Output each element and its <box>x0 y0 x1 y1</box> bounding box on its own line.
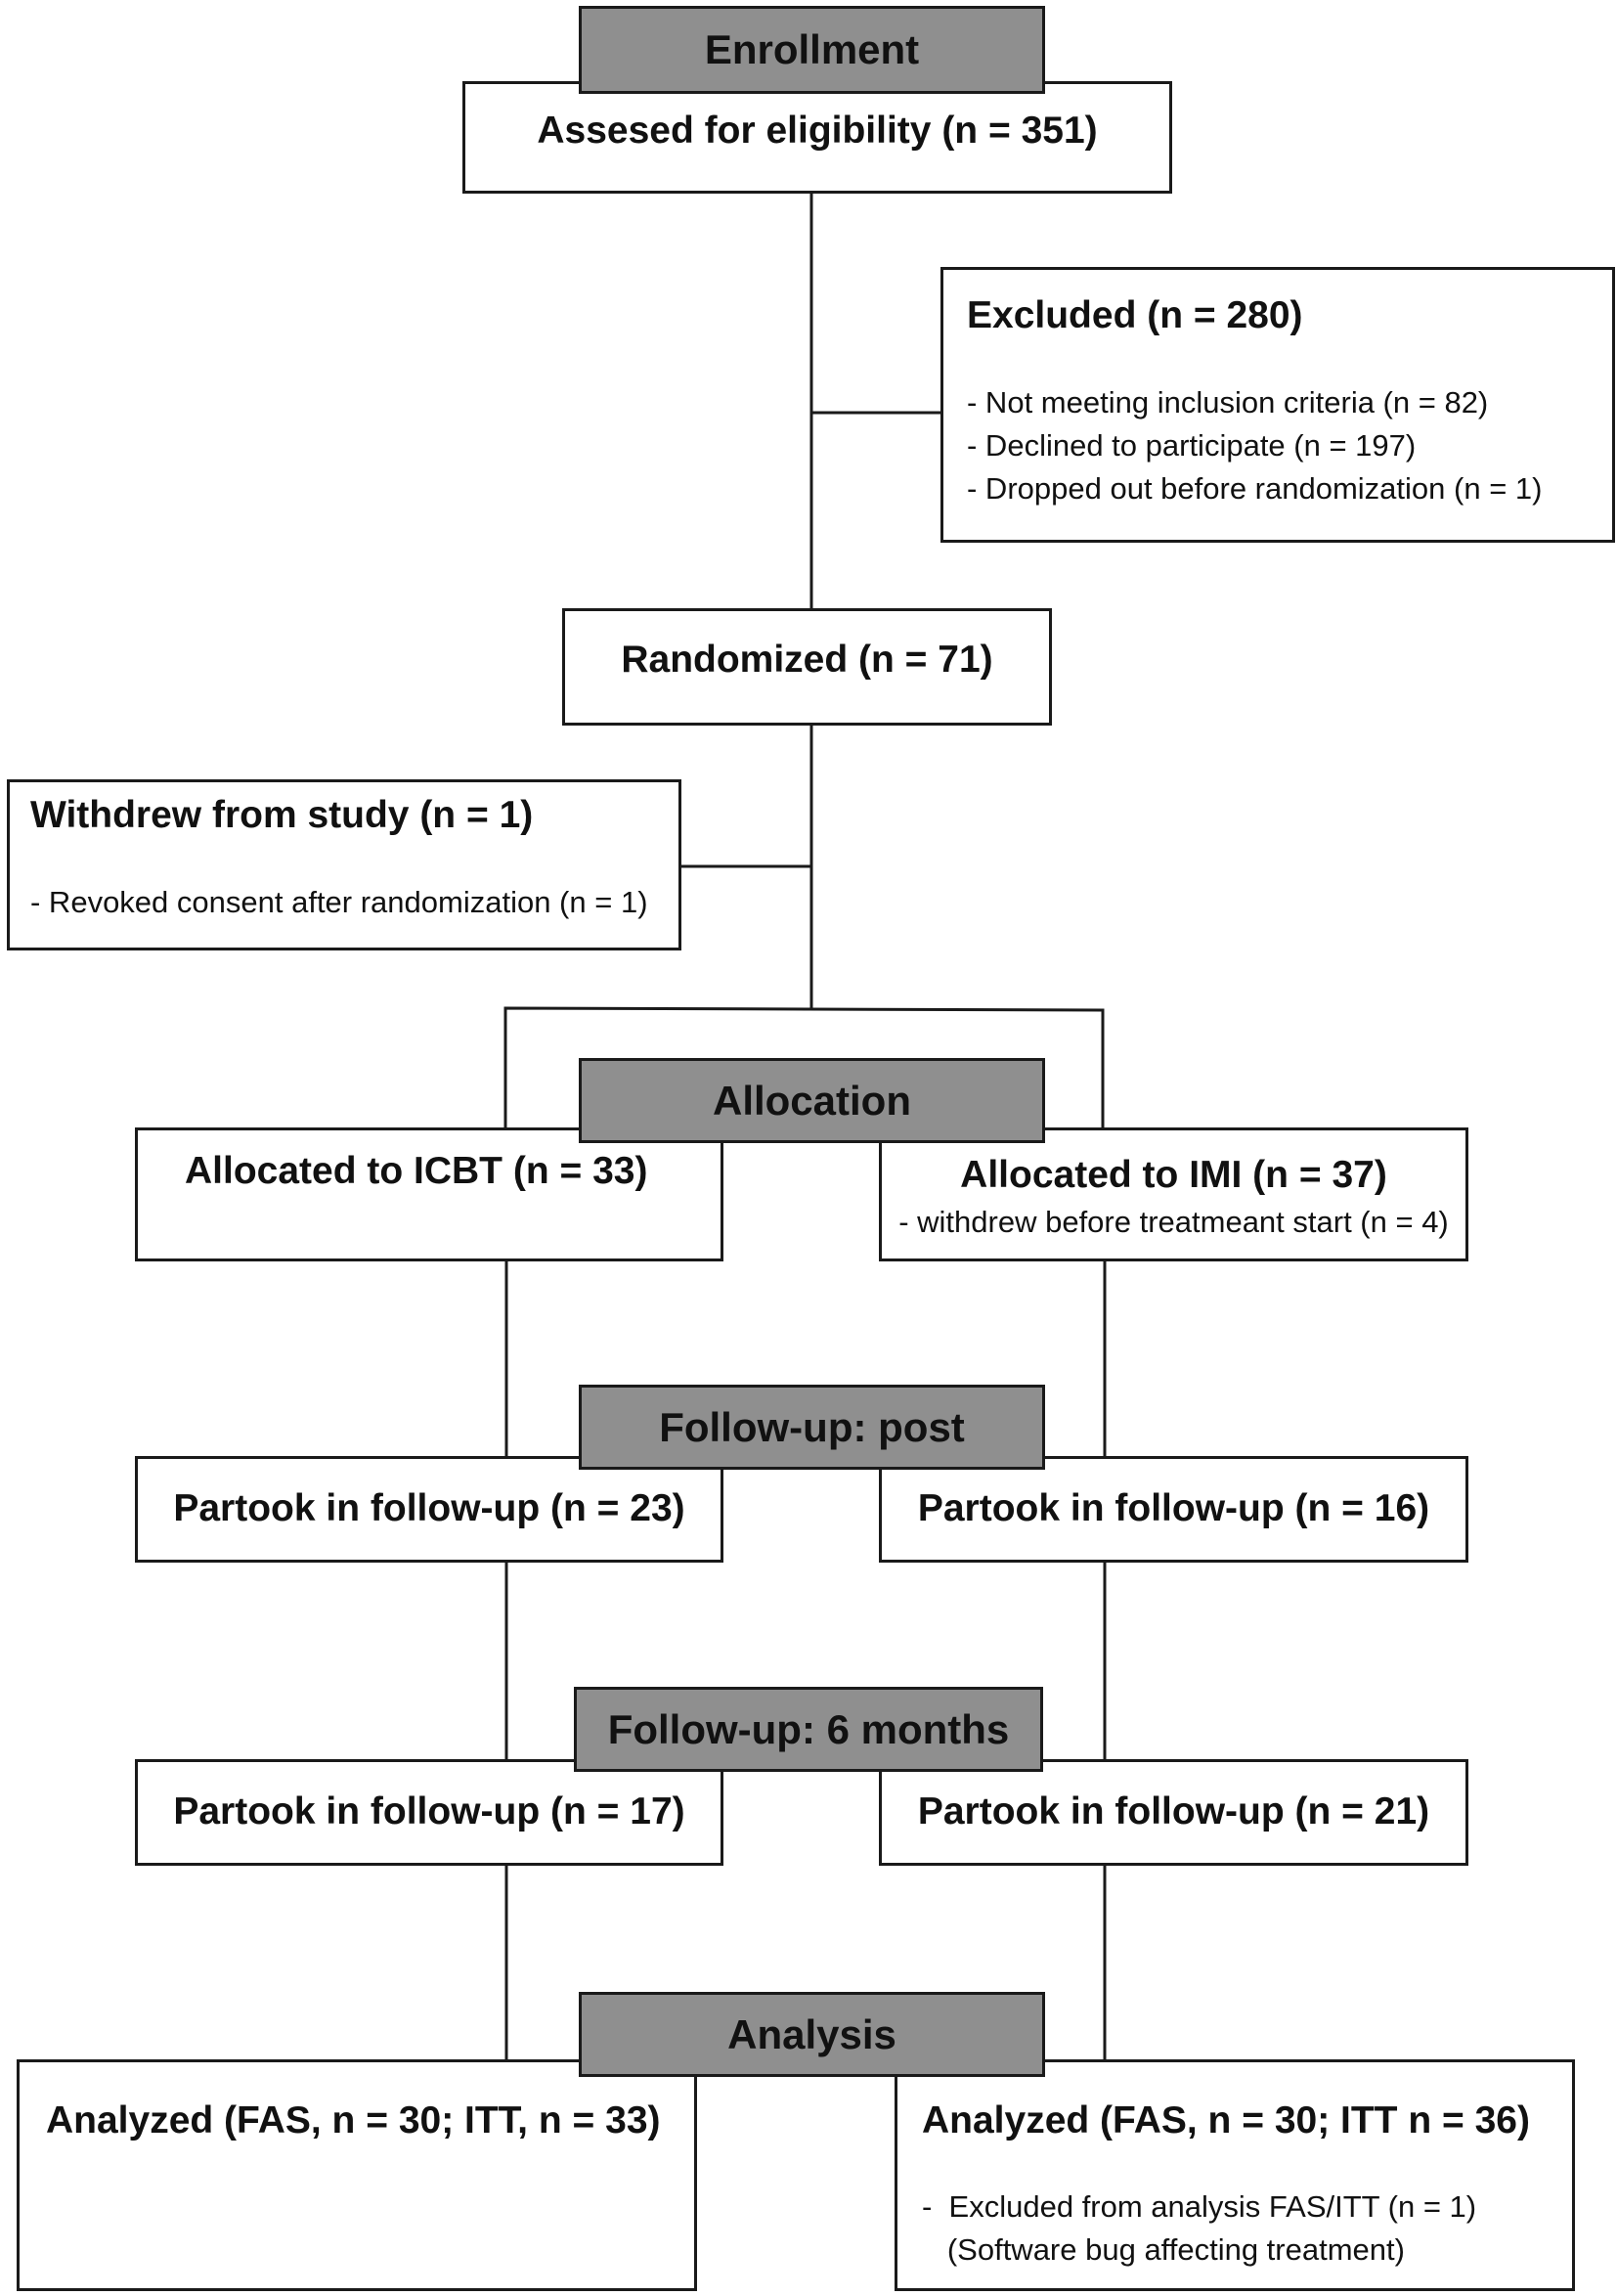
m6-right-box: Partook in follow-up (n = 21) <box>879 1759 1468 1866</box>
connector-split-branches <box>503 1006 1105 1129</box>
randomized-box: Randomized (n = 71) <box>562 608 1052 726</box>
m6-left-box: Partook in follow-up (n = 17) <box>135 1759 723 1866</box>
analyzed-right-item-1: - Excluded from analysis FAS/ITT (n = 1) <box>922 2189 1477 2224</box>
followup-6m-header: Follow-up: 6 months <box>574 1687 1043 1772</box>
followup-post-header: Follow-up: post <box>579 1385 1045 1470</box>
m6-right-label: Partook in follow-up (n = 21) <box>917 1790 1430 1832</box>
excluded-title: Excluded (n = 280) <box>967 294 1303 336</box>
post-left-box: Partook in follow-up (n = 23) <box>135 1456 723 1563</box>
withdrew-box: Withdrew from study (n = 1) - Revoked co… <box>7 779 681 950</box>
analyzed-right-box: Analyzed (FAS, n = 30; ITT n = 36) - Exc… <box>895 2059 1575 2291</box>
allocated-icbt-label: Allocated to ICBT (n = 33) <box>185 1150 648 1192</box>
analyzed-left-box: Analyzed (FAS, n = 30; ITT, n = 33) <box>17 2059 697 2291</box>
allocated-imi-box: Allocated to IMI (n = 37) - withdrew bef… <box>879 1127 1468 1261</box>
assessed-box: Assesed for eligibility (n = 351) <box>462 81 1172 194</box>
withdrew-title: Withdrew from study (n = 1) <box>30 794 534 836</box>
allocated-icbt-box: Allocated to ICBT (n = 33) <box>135 1127 723 1261</box>
excluded-item-1: - Not meeting inclusion criteria (n = 82… <box>967 385 1489 419</box>
allocated-imi-note: - withdrew before treatmeant start (n = … <box>898 1205 1449 1239</box>
post-left-label: Partook in follow-up (n = 23) <box>173 1487 685 1529</box>
post-right-label: Partook in follow-up (n = 16) <box>917 1487 1430 1529</box>
assessed-label: Assesed for eligibility (n = 351) <box>537 110 1098 152</box>
analyzed-left-label: Analyzed (FAS, n = 30; ITT, n = 33) <box>46 2099 661 2141</box>
allocation-header: Allocation <box>579 1058 1045 1143</box>
m6-left-label: Partook in follow-up (n = 17) <box>173 1790 685 1832</box>
excluded-item-3: - Dropped out before randomization (n = … <box>967 471 1543 506</box>
enrollment-header: Enrollment <box>579 6 1045 94</box>
analysis-header: Analysis <box>579 1992 1045 2077</box>
analyzed-right-title: Analyzed (FAS, n = 30; ITT n = 36) <box>922 2099 1530 2141</box>
excluded-box: Excluded (n = 280) - Not meeting inclusi… <box>940 267 1615 543</box>
post-right-box: Partook in follow-up (n = 16) <box>879 1456 1468 1563</box>
analyzed-right-item-2: (Software bug affecting treatment) <box>922 2232 1405 2267</box>
allocated-imi-title: Allocated to IMI (n = 37) <box>960 1154 1387 1196</box>
randomized-label: Randomized (n = 71) <box>621 639 993 681</box>
excluded-item-2: - Declined to participate (n = 197) <box>967 428 1417 463</box>
withdrew-item-1: - Revoked consent after randomization (n… <box>30 885 648 919</box>
